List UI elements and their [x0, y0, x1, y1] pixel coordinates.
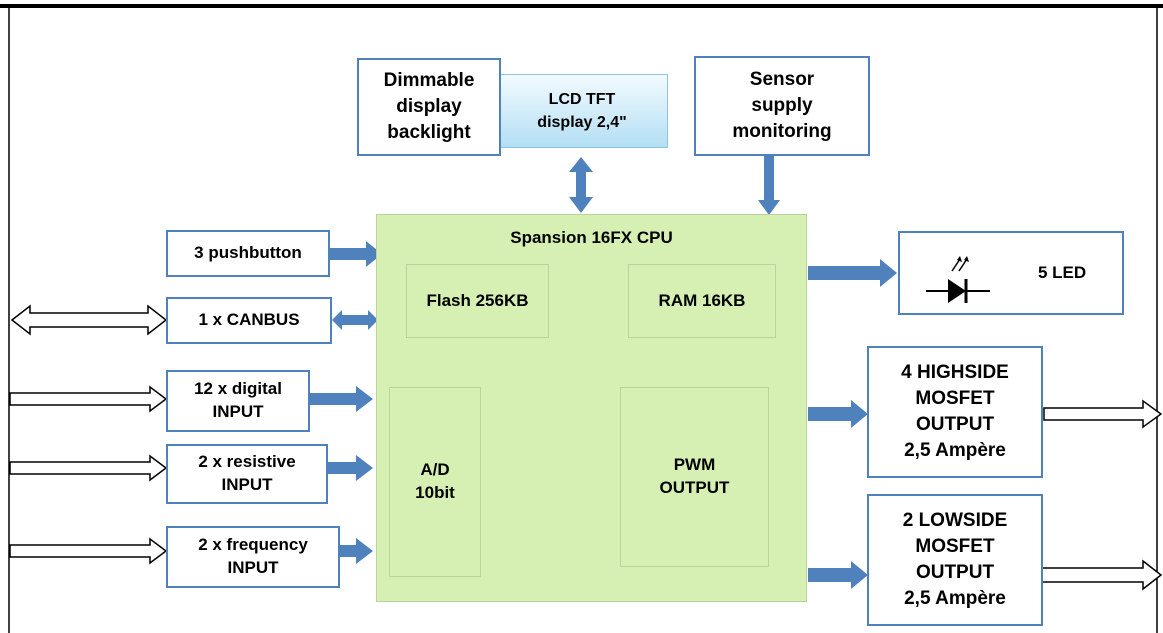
pwm-label: PWM OUTPUT — [659, 455, 730, 497]
digital-cpu-arrow — [310, 386, 373, 412]
resistive-cpu-arrow — [328, 455, 373, 481]
canbus-external-arrow — [10, 304, 168, 336]
resistive-input-box: 2 x resistive INPUT — [166, 444, 328, 504]
frequency-cpu-arrow — [340, 538, 373, 564]
cpu-highside-arrow — [808, 400, 868, 428]
highside-external-arrow — [1043, 399, 1163, 429]
highside-output-label: 4 HIGHSIDE MOSFET OUTPUT 2,5 Ampère — [901, 361, 1009, 462]
sensor-cpu-arrow — [758, 156, 780, 215]
flash-box: Flash 256KB — [406, 264, 549, 338]
backlight-label: Dimmable display backlight — [383, 69, 475, 144]
digital-input-label: 12 x digital INPUT — [194, 379, 282, 421]
canbus-label: 1 x CANBUS — [198, 310, 300, 330]
canbus-box: 1 x CANBUS — [166, 297, 332, 344]
lowside-output-box: 2 LOWSIDE MOSFET OUTPUT 2,5 Ampère — [867, 494, 1043, 626]
sensor-label: Sensor supply monitoring — [732, 68, 832, 143]
highside-output-box: 4 HIGHSIDE MOSFET OUTPUT 2,5 Ampère — [867, 346, 1043, 478]
pushbutton-label: 3 pushbutton — [194, 243, 302, 263]
cpu-title: Spansion 16FX CPU — [510, 228, 673, 247]
adc-label: A/D 10bit — [415, 460, 455, 502]
cpu-lowside-arrow — [808, 561, 868, 589]
ram-label: RAM 16KB — [658, 290, 746, 310]
canbus-cpu-arrow — [332, 310, 378, 330]
led-label: 5 LED — [1038, 262, 1087, 282]
led-diode-icon — [926, 256, 990, 303]
lcd-display-label: LCD TFT display 2,4" — [537, 90, 627, 131]
lcd-cpu-arrow — [569, 157, 593, 213]
backlight-box: Dimmable display backlight — [357, 58, 501, 156]
led-box: 5 LED — [898, 231, 1124, 315]
pushbutton-box: 3 pushbutton — [166, 230, 330, 277]
digital-external-arrow — [9, 385, 168, 413]
adc-box: A/D 10bit — [389, 387, 481, 577]
digital-input-box: 12 x digital INPUT — [166, 370, 310, 432]
flash-label: Flash 256KB — [426, 290, 529, 310]
frequency-external-arrow — [9, 537, 168, 565]
resistive-input-label: 2 x resistive INPUT — [198, 452, 296, 494]
sensor-box: Sensor supply monitoring — [694, 56, 870, 156]
ram-box: RAM 16KB — [628, 264, 776, 338]
lcd-display-box: LCD TFT display 2,4" — [496, 74, 668, 148]
frequency-input-label: 2 x frequency INPUT — [198, 535, 308, 577]
resistive-external-arrow — [9, 454, 168, 482]
lowside-external-arrow — [1041, 559, 1163, 591]
lowside-output-label: 2 LOWSIDE MOSFET OUTPUT 2,5 Ampère — [902, 509, 1008, 610]
pwm-box: PWM OUTPUT — [620, 387, 769, 567]
pushbutton-cpu-arrow — [330, 241, 382, 267]
cpu-led-arrow — [808, 259, 897, 287]
frequency-input-box: 2 x frequency INPUT — [166, 526, 340, 588]
